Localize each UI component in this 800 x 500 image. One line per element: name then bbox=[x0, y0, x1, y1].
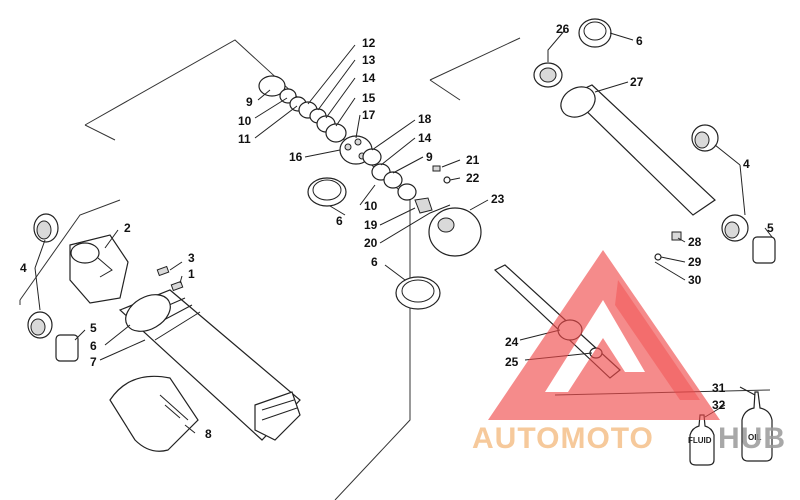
watermark-logo bbox=[488, 250, 720, 420]
callout-20: 20 bbox=[364, 236, 378, 250]
reservoir-piston-bore bbox=[437, 217, 455, 233]
callout-17: 17 bbox=[362, 108, 376, 122]
piston-port bbox=[354, 138, 362, 146]
callout-16: 16 bbox=[289, 150, 303, 164]
callout-14-mid: 14 bbox=[418, 131, 432, 145]
watermark-text-hub: HUB bbox=[718, 422, 786, 455]
callout-4-left: 4 bbox=[20, 261, 27, 275]
bushing-top-bore bbox=[36, 220, 52, 240]
callout-11: 11 bbox=[238, 132, 251, 146]
callout-23: 23 bbox=[491, 192, 505, 206]
callout-9-top: 9 bbox=[246, 95, 253, 109]
spacer-sleeve bbox=[55, 334, 79, 362]
callout-3: 3 bbox=[188, 251, 195, 265]
callout-5-right: 5 bbox=[767, 221, 774, 235]
callout-28: 28 bbox=[688, 235, 702, 249]
callout-31: 31 bbox=[712, 381, 726, 395]
shim-15 bbox=[325, 123, 347, 143]
reservoir-cap-inner bbox=[583, 21, 607, 41]
callout-18: 18 bbox=[418, 112, 432, 126]
spacer-5 bbox=[752, 236, 776, 264]
callout-13: 13 bbox=[362, 53, 376, 67]
callout-22: 22 bbox=[466, 171, 480, 185]
watermark-logo-stroke bbox=[615, 280, 700, 400]
shock-body-assembly bbox=[27, 213, 301, 452]
oil-bottle-label: OIL bbox=[748, 433, 761, 442]
callout-10-mid: 10 bbox=[364, 199, 378, 213]
o-ring bbox=[125, 294, 171, 332]
callout-6-center: 6 bbox=[336, 214, 343, 228]
seal-ring bbox=[307, 177, 347, 207]
callout-7: 7 bbox=[90, 355, 97, 369]
callout-19: 19 bbox=[364, 218, 378, 232]
callout-14-top: 14 bbox=[362, 71, 376, 85]
bushing-4b-bore bbox=[724, 221, 740, 239]
callout-24: 24 bbox=[505, 335, 519, 349]
callout-29: 29 bbox=[688, 255, 702, 269]
piston-nut-19 bbox=[414, 197, 433, 214]
valve-stack-assembly bbox=[258, 75, 482, 310]
fluid-bottle bbox=[689, 414, 715, 466]
callout-6-left: 6 bbox=[90, 339, 97, 353]
callout-8: 8 bbox=[205, 427, 212, 441]
valve-21 bbox=[432, 165, 441, 172]
callout-5-left: 5 bbox=[90, 321, 97, 335]
callout-27: 27 bbox=[630, 75, 644, 89]
reservoir-piston bbox=[428, 207, 482, 257]
reservoir-assembly bbox=[533, 18, 776, 264]
reservoir-o-ring bbox=[560, 86, 596, 118]
callout-25: 25 bbox=[505, 355, 519, 369]
fluid-bottles: FLUID OIL bbox=[688, 391, 773, 466]
washer-9 bbox=[258, 75, 286, 97]
washer-9b bbox=[383, 171, 403, 189]
leader-lines bbox=[34, 29, 773, 434]
piston-port bbox=[344, 143, 352, 151]
callout-labels: 1 2 3 4 4 5 5 6 6 6 6 7 8 9 9 10 10 11 1… bbox=[20, 22, 774, 441]
set-screw bbox=[170, 280, 184, 292]
callout-30: 30 bbox=[688, 273, 702, 287]
callout-26: 26 bbox=[556, 22, 570, 36]
shim-18 bbox=[362, 148, 382, 166]
seal-ring-lower bbox=[395, 276, 441, 310]
oil-bottle bbox=[741, 391, 773, 462]
callout-1: 1 bbox=[188, 267, 195, 281]
callout-15: 15 bbox=[362, 91, 376, 105]
callout-9-mid: 9 bbox=[426, 150, 433, 164]
callout-32: 32 bbox=[712, 398, 726, 412]
eyelet-bore bbox=[70, 242, 100, 264]
callout-6-right: 6 bbox=[636, 34, 643, 48]
seal-ring-inner bbox=[312, 179, 342, 201]
reservoir-end-bore bbox=[539, 67, 557, 83]
body-end-cap bbox=[254, 391, 301, 441]
cap-29 bbox=[654, 253, 662, 261]
shim-10b bbox=[397, 183, 417, 201]
fluid-bottle-label: FLUID bbox=[688, 436, 712, 445]
bushing-4a-bore bbox=[694, 131, 710, 149]
callout-12: 12 bbox=[362, 36, 376, 50]
grease-fitting bbox=[156, 265, 170, 277]
bushing-lower-bore bbox=[30, 318, 46, 336]
callout-21: 21 bbox=[466, 153, 480, 167]
valve-core-28 bbox=[671, 231, 682, 241]
watermark-text-automoto: AUTOMOTO bbox=[472, 422, 654, 455]
callout-2: 2 bbox=[124, 221, 131, 235]
watermark: AUTOMOTO HUB bbox=[472, 250, 786, 455]
callout-4-right: 4 bbox=[743, 157, 750, 171]
seal-ring-lower-inner bbox=[401, 279, 435, 303]
callout-10-top: 10 bbox=[238, 114, 252, 128]
callout-6-lower: 6 bbox=[371, 255, 378, 269]
protective-boot bbox=[109, 375, 199, 452]
ball-22 bbox=[443, 176, 451, 184]
